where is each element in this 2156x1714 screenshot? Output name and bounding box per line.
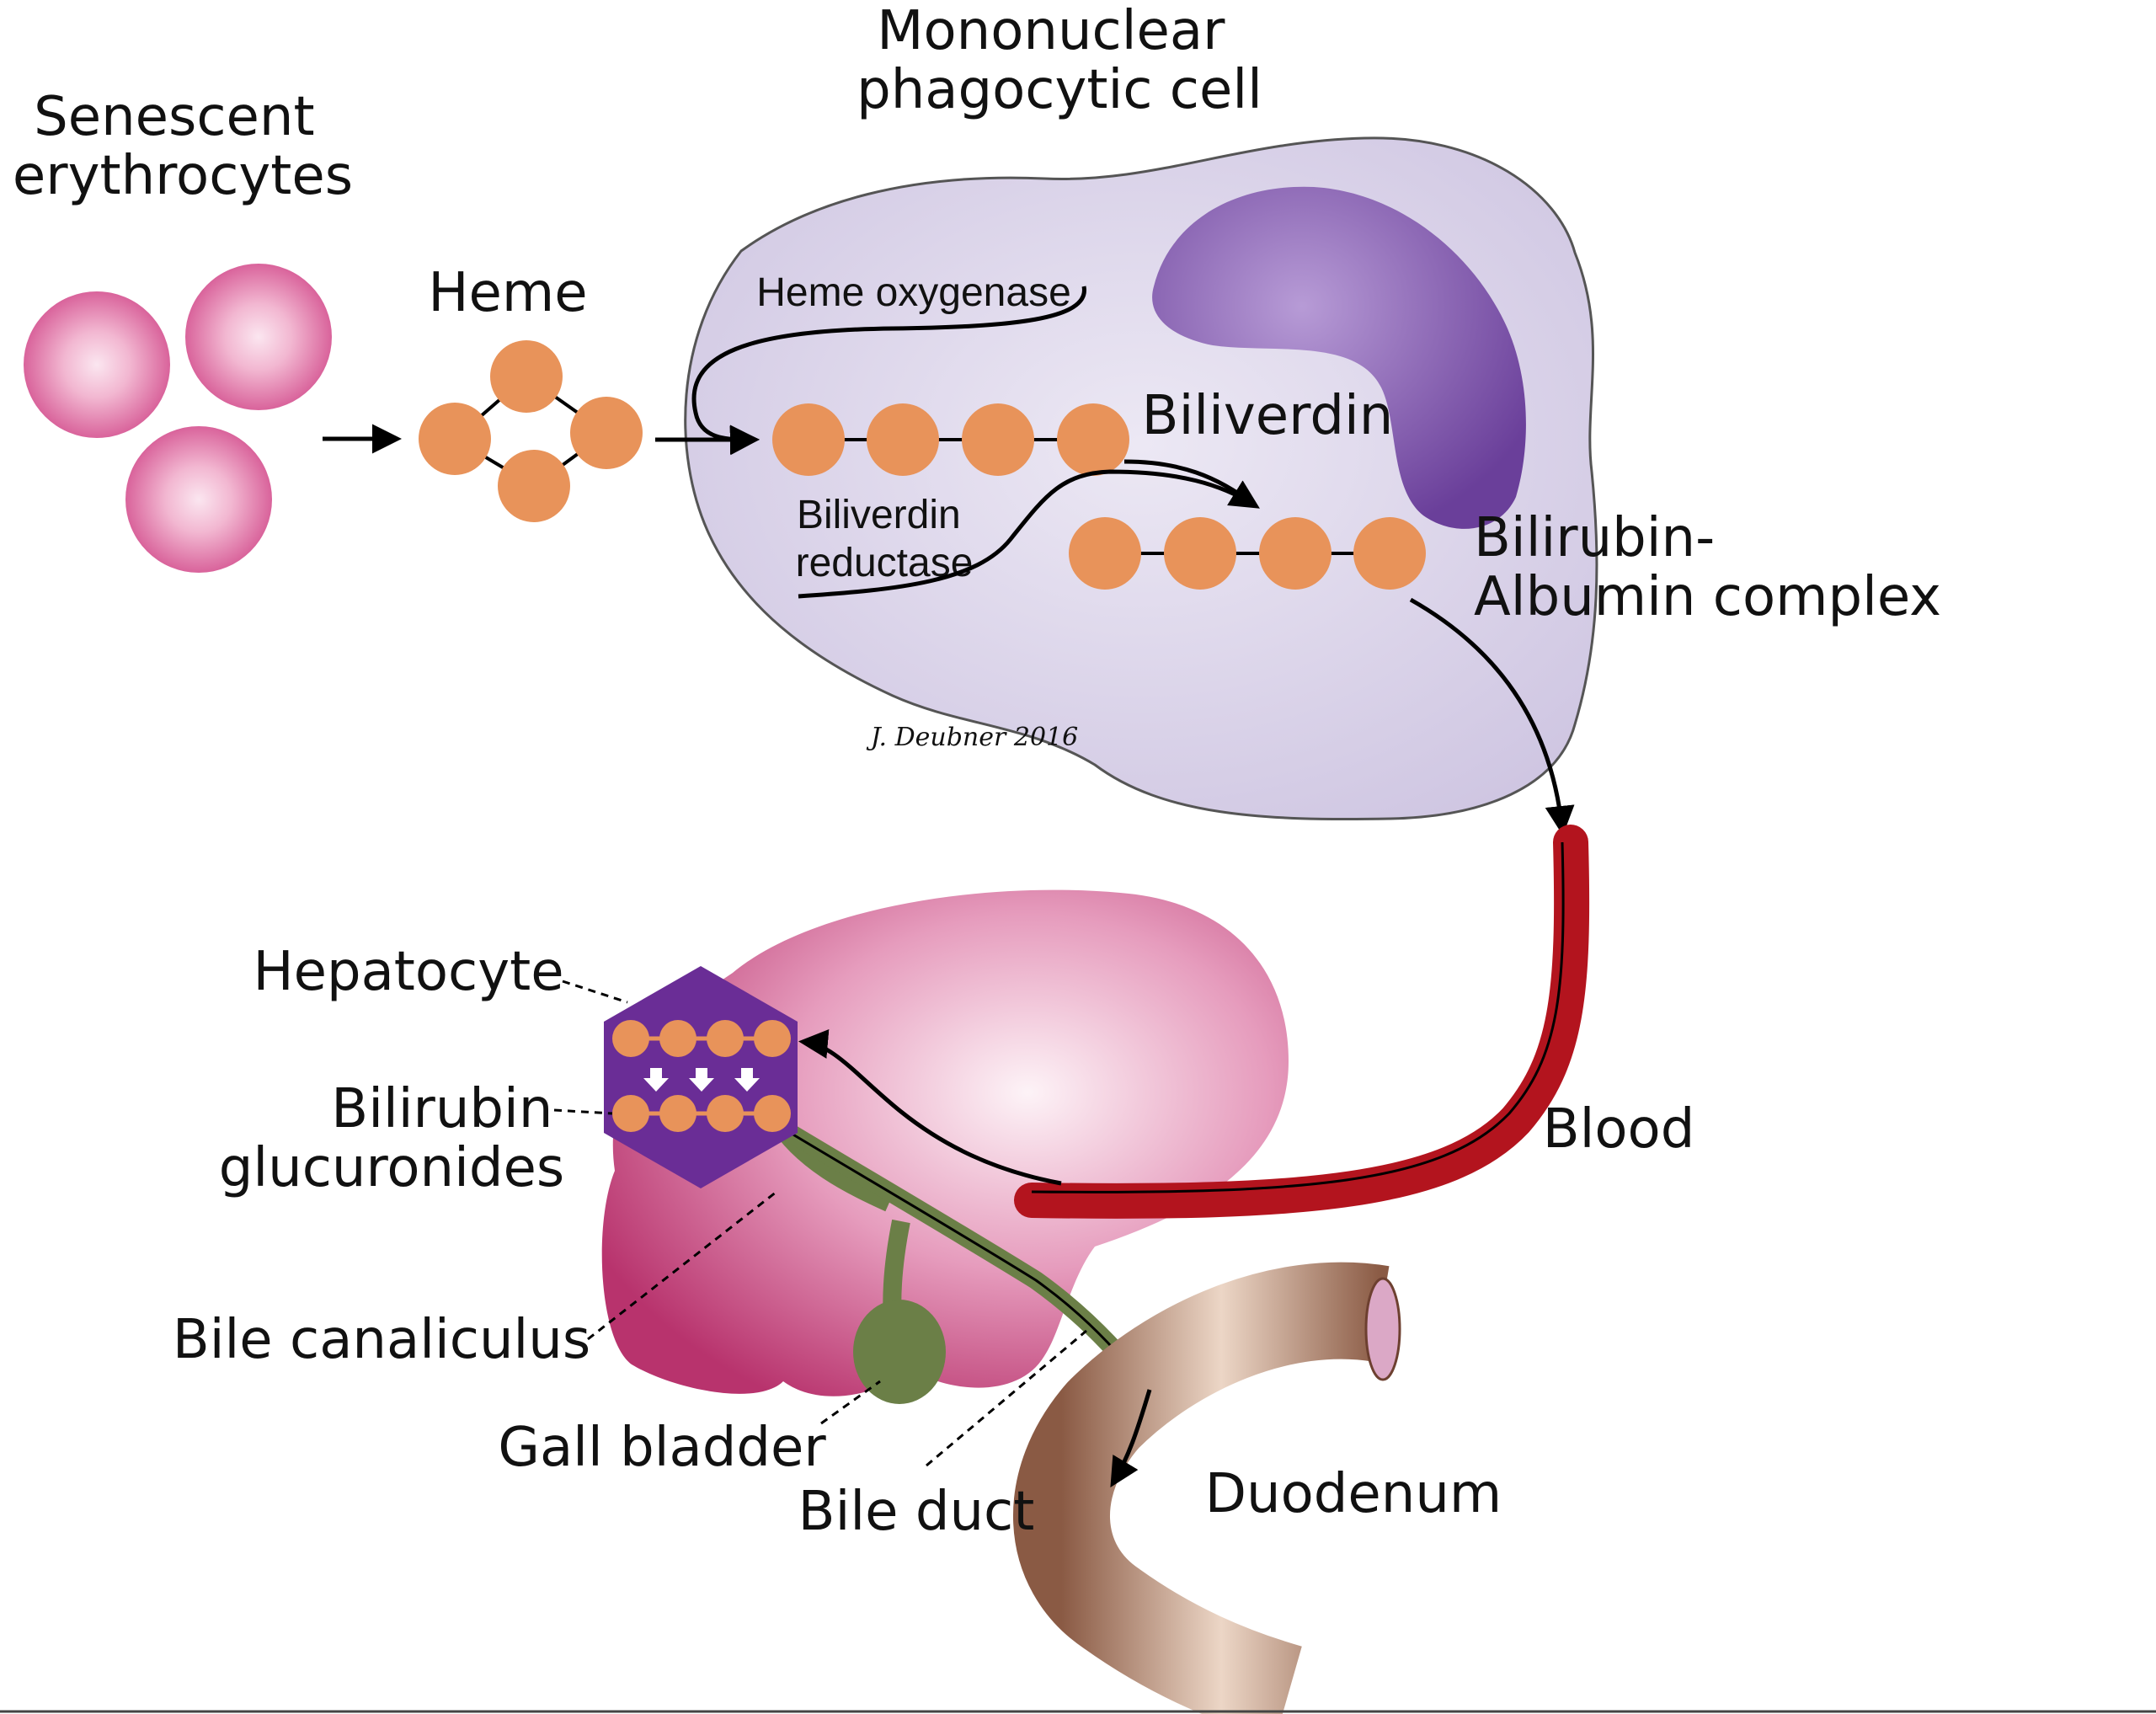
biliverdin-reductase-arrow [798, 469, 1260, 599]
heme-bead [419, 403, 491, 475]
glucuronide-bead [754, 1095, 791, 1132]
glucuronide-bead [612, 1095, 649, 1132]
glucuronide-bead [659, 1095, 696, 1132]
heme-molecule [419, 340, 643, 522]
erythrocytes-group [24, 264, 332, 573]
heme-bead [570, 397, 643, 469]
gall-bladder [853, 1300, 946, 1404]
mononuclear-phagocytic-cell-label: Mononuclear phagocytic cell [857, 0, 1262, 121]
biliverdin-bead [1057, 403, 1129, 476]
hepatocyte-bead [659, 1020, 696, 1057]
cell-nucleus [1152, 186, 1526, 529]
bilirubin-bead [1069, 517, 1141, 590]
biliverdin-molecule [772, 403, 1129, 476]
glucuronide-bead [707, 1095, 744, 1132]
senescent-erythrocytes-label: Senescent erythrocytes [13, 86, 353, 207]
bilirubin-albumin-complex-label: Bilirubin- Albumin complex [1474, 507, 1941, 628]
bilirubin-in-hepatocyte [612, 1020, 791, 1057]
bilirubin-bead [1259, 517, 1331, 590]
heme-bead [490, 340, 563, 413]
blood-label: Blood [1543, 1098, 1695, 1161]
heme-oxygenase-label: Heme oxygenase [756, 270, 1071, 315]
hepatocyte-bead [612, 1020, 649, 1057]
bilirubin-molecule [1069, 517, 1426, 590]
biliverdin-bead [867, 403, 939, 476]
bile-canaliculus-label: Bile canaliculus [173, 1309, 590, 1371]
arrow-cell-to-blood [1409, 597, 1575, 836]
duodenum [1013, 1262, 1401, 1714]
biliverdin-bead [772, 403, 845, 476]
duodenum-opening [1364, 1277, 1401, 1381]
bilirubin-bead [1353, 517, 1426, 590]
arrow-bile-to-duodenum [1110, 1389, 1152, 1488]
biliverdin-to-bilirubin-arrow [1123, 459, 1257, 507]
hepatocyte-bead [754, 1020, 791, 1057]
hepatocyte-label: Hepatocyte [253, 941, 563, 1003]
conjugation-arrows [643, 1068, 760, 1092]
biliverdin-bead [962, 403, 1034, 476]
heme-label: Heme [428, 262, 587, 324]
blood-vessel [1014, 825, 1590, 1219]
gall-bladder-label: Gall bladder [498, 1417, 826, 1479]
gall-bladder-leader [820, 1380, 881, 1425]
heme-oxygenase-arrow [691, 286, 1086, 456]
glucuronides-in-hepatocyte [612, 1095, 791, 1132]
heme-bead [498, 450, 570, 522]
erythrocyte [24, 291, 170, 438]
arrow-blood-to-hepatocyte [798, 1028, 1062, 1186]
bilirubin-glucuronides-label: Bilirubin glucuronides [219, 1078, 570, 1199]
leader-lines [553, 980, 1087, 1467]
bilirubin-bead [1164, 517, 1236, 590]
hepatocyte-bead [707, 1020, 744, 1057]
biliverdin-label: Biliverdin [1142, 385, 1394, 447]
hepatocyte-leader [562, 980, 628, 1004]
duodenum-label: Duodenum [1205, 1463, 1502, 1525]
blood-flow-line [1031, 841, 1565, 1193]
bile-duct-label: Bile duct [798, 1481, 1035, 1543]
erythrocyte [185, 264, 332, 410]
artist-signature: J. Deubner 2016 [866, 723, 1078, 752]
glucuronides-leader [553, 1108, 613, 1115]
erythrocyte [125, 426, 272, 573]
